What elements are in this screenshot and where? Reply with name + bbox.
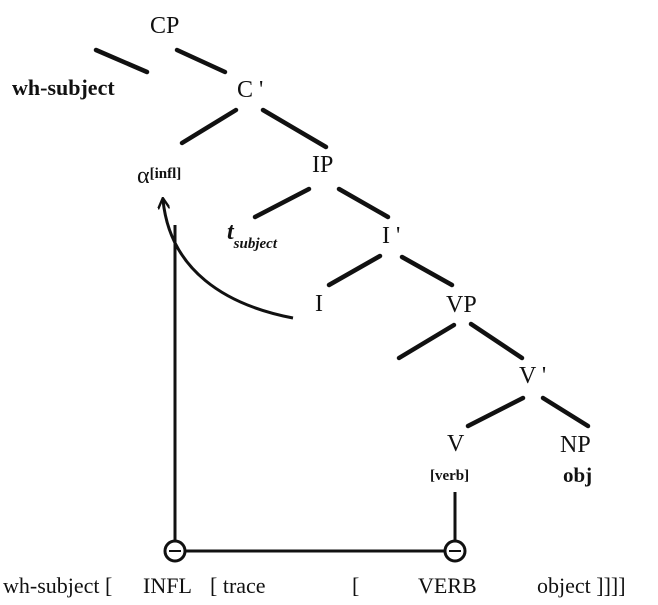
branch-ibar-left xyxy=(326,253,383,288)
node-trace-subject: tsubject xyxy=(227,219,277,252)
node-v-bar: V ' xyxy=(519,363,547,389)
node-v: V xyxy=(447,431,465,457)
branch-cbar-left xyxy=(179,107,239,146)
branch-cbar-right xyxy=(260,107,329,150)
branch-vbar-right xyxy=(540,395,591,429)
sentence-wh-subject: wh-subject [ xyxy=(3,573,113,598)
branch-ibar-right xyxy=(399,254,455,288)
node-alpha-infl: α[infl] xyxy=(137,164,181,188)
node-i-bar: I ' xyxy=(382,223,401,249)
branch-vp-right xyxy=(468,321,525,361)
alpha-symbol: α xyxy=(137,163,150,189)
branch-ip-left xyxy=(252,186,312,220)
trace-subscript: subject xyxy=(233,236,278,252)
node-np: NP xyxy=(560,432,591,458)
node-obj: obj xyxy=(563,463,593,487)
node-c-bar: C ' xyxy=(237,77,264,103)
sentence-object: object ]]]] xyxy=(537,573,626,598)
node-vp: VP xyxy=(446,292,477,318)
infl-circle-icon xyxy=(163,539,187,563)
node-verb-feature: [verb] xyxy=(430,468,470,484)
sentence-trace: [ trace xyxy=(210,573,266,598)
node-i: I xyxy=(315,291,323,317)
trace-t: t xyxy=(227,219,234,245)
movement-arrow xyxy=(163,200,294,320)
sentence-bracket: [ xyxy=(352,573,360,598)
branch-vbar-left xyxy=(465,395,526,429)
verb-circle-icon xyxy=(443,539,467,563)
branch-cp-left xyxy=(93,47,150,75)
sentence-verb: VERB xyxy=(418,573,477,598)
node-cp: CP xyxy=(150,13,180,39)
sentence-infl: INFL xyxy=(143,573,192,598)
branch-vp-left xyxy=(396,322,457,361)
infl-feature: [infl] xyxy=(149,166,182,182)
node-ip: IP xyxy=(312,152,334,178)
node-wh-subject: wh-subject xyxy=(12,75,115,100)
branch-ip-right xyxy=(336,186,391,220)
branch-cp-right xyxy=(174,47,228,75)
